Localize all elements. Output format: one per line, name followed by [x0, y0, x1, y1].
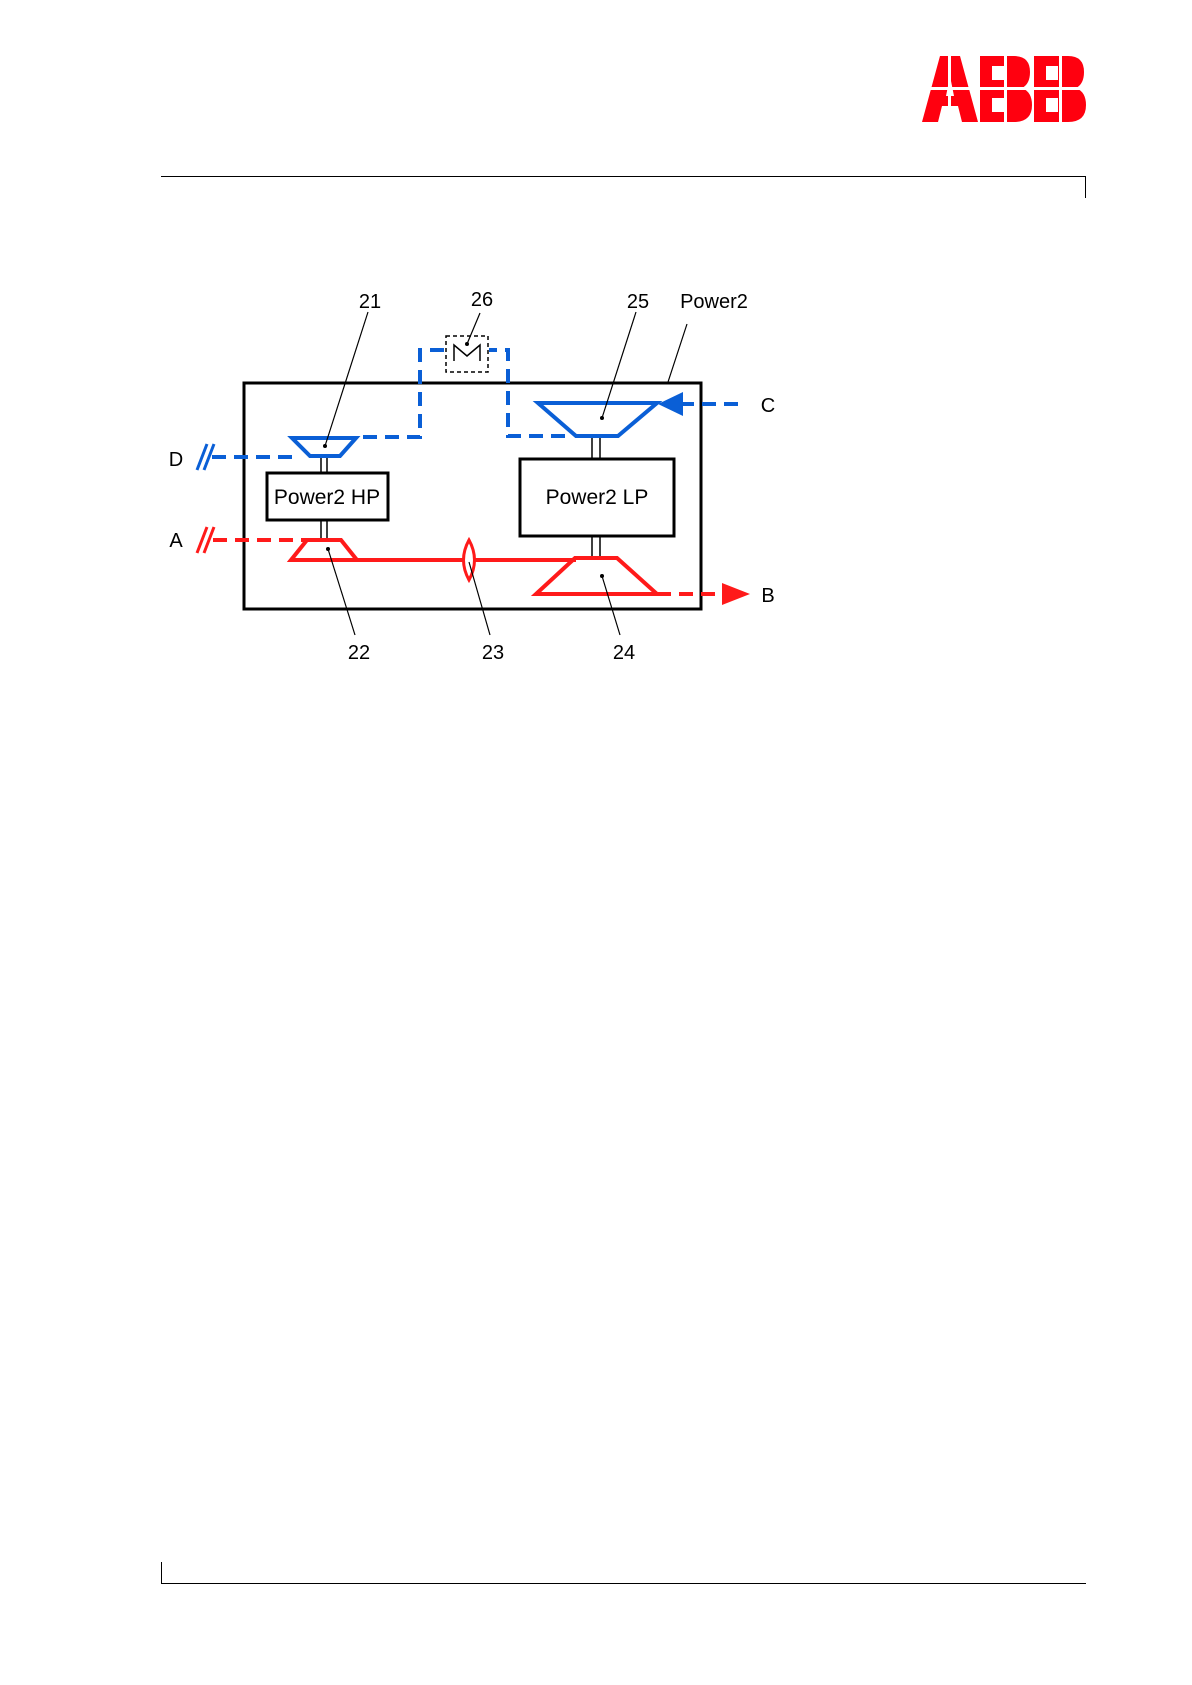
lp-turbine: [536, 558, 657, 594]
dot-21: [323, 444, 327, 448]
port-d-slash: [197, 444, 214, 470]
port-a-slash: [197, 527, 214, 553]
dot-25: [600, 416, 604, 420]
leader-24: [602, 576, 620, 635]
leader-21: [325, 312, 368, 446]
port-label-d: D: [169, 449, 183, 471]
leader-23: [469, 562, 490, 635]
callout-22: 22: [348, 642, 370, 664]
leader-26: [467, 313, 480, 344]
callout-25: 25: [627, 291, 649, 313]
dot-22: [326, 547, 330, 551]
lp-compressor: [538, 403, 657, 436]
callout-power2: Power2: [680, 291, 748, 313]
hp-turbine: [291, 540, 357, 560]
air-path-cooler-to-hp: [356, 350, 444, 437]
lp-module-label: Power2 LP: [546, 486, 649, 509]
hp-module-label: Power2 HP: [274, 486, 380, 509]
inlet-arrow-c: [658, 392, 683, 416]
callout-26: 26: [471, 289, 493, 311]
leader-power2: [668, 324, 687, 382]
outlet-arrow-b: [722, 583, 750, 605]
port-label-c: C: [761, 395, 775, 417]
intercooler-26: [446, 336, 488, 372]
port-label-b: B: [761, 585, 774, 607]
dot-24: [600, 574, 604, 578]
port-label-a: A: [169, 530, 183, 552]
dot-26: [465, 342, 469, 346]
air-path-lp-to-cooler: [489, 350, 565, 436]
callout-21: 21: [359, 291, 381, 313]
callout-24: 24: [613, 642, 635, 664]
callout-23: 23: [482, 642, 504, 664]
